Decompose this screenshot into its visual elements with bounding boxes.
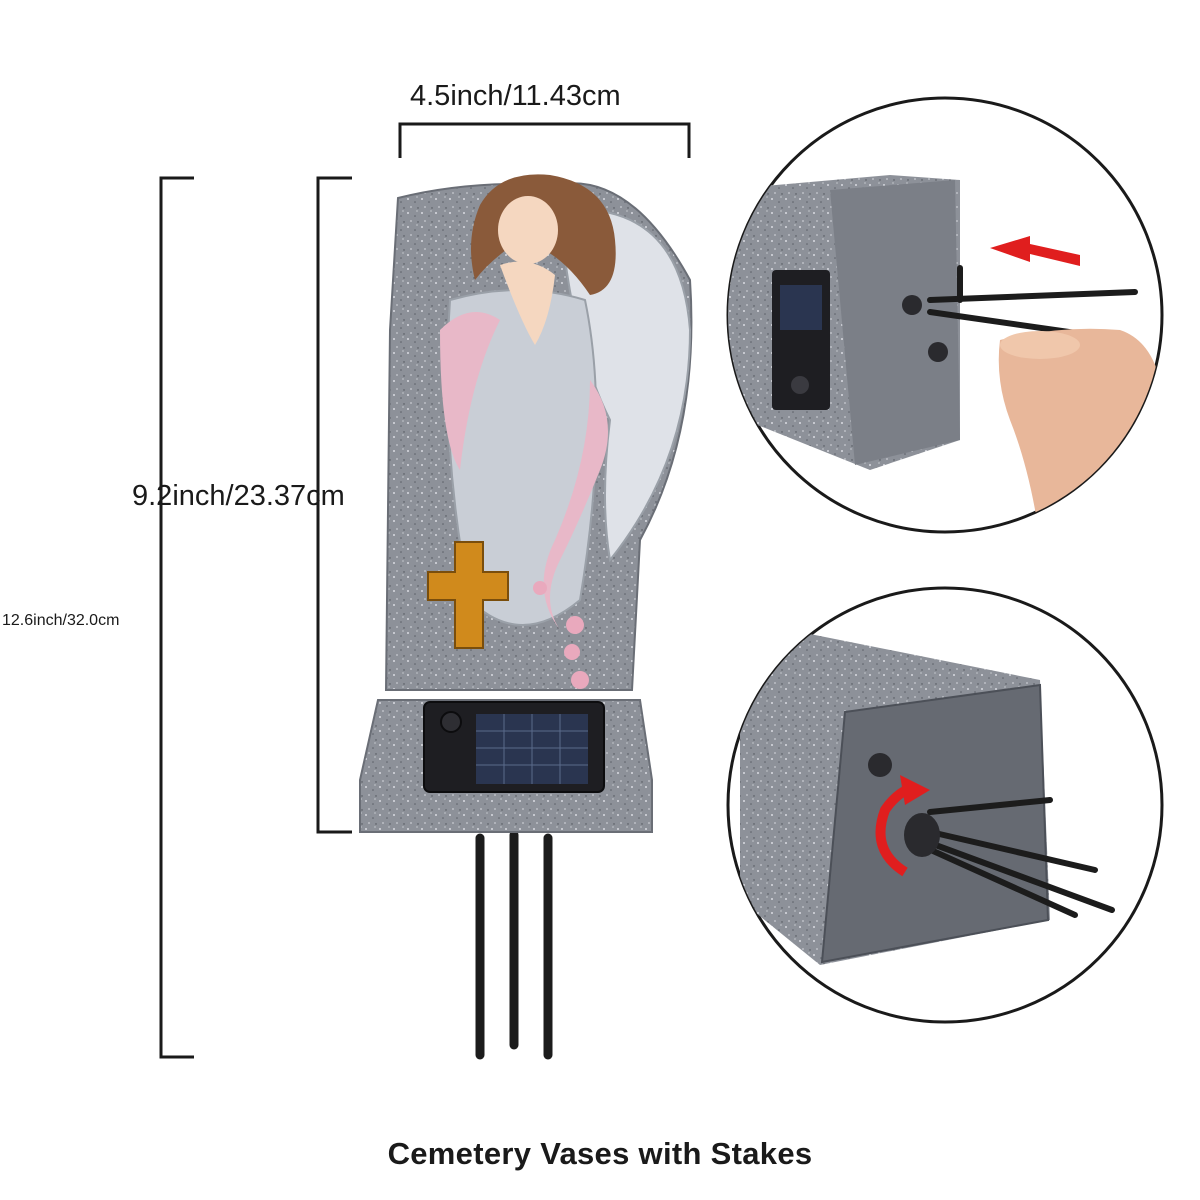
product-caption: Cemetery Vases with Stakes — [387, 1136, 813, 1171]
stake-prongs — [475, 830, 553, 1060]
width-label: 4.5inch/11.43cm — [410, 80, 621, 112]
rotate-arrow-icon — [875, 775, 930, 877]
height-bracket — [316, 176, 352, 834]
width-bracket — [398, 122, 691, 158]
detail-rotate-stake — [726, 586, 1164, 1024]
total-height-bracket — [159, 176, 194, 1059]
arrow-left-icon — [990, 236, 1080, 266]
solar-panel-icon — [423, 701, 605, 793]
height-label: 9.2inch/23.37cm — [132, 480, 345, 512]
total-height-label: 12.6inch/32.0cm — [2, 612, 120, 629]
tombstone — [359, 174, 693, 1060]
cross-icon — [427, 541, 509, 649]
detail-insert-stake — [726, 96, 1164, 534]
